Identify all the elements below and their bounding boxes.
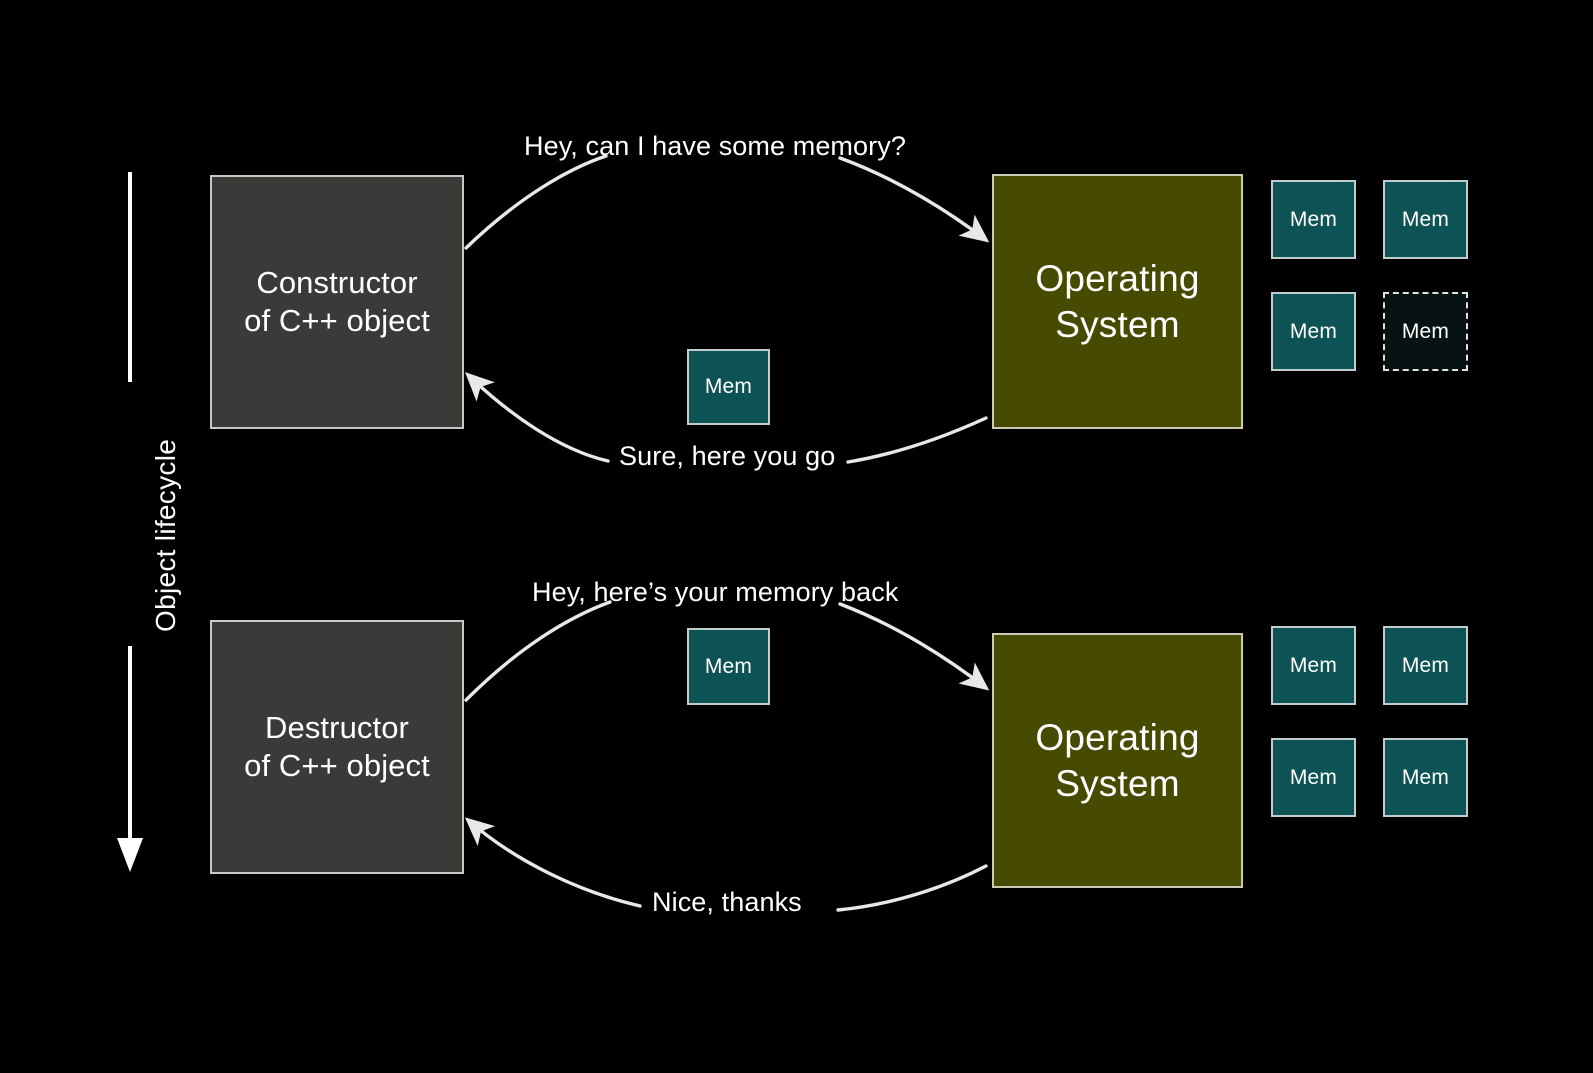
destructor-label-line2: of C++ object bbox=[244, 748, 430, 783]
memory-label: Mem bbox=[1401, 207, 1450, 231]
object-lifecycle-label: Object lifecycle bbox=[150, 438, 181, 632]
memory-label: Mem bbox=[1401, 765, 1450, 789]
os-label-line1: Operating bbox=[1035, 258, 1200, 300]
memory-pool-block-2-construction[interactable]: Mem bbox=[1383, 180, 1468, 259]
operating-system-box-construction[interactable]: Operating System bbox=[992, 174, 1243, 429]
os-label-line2: System bbox=[1055, 762, 1180, 804]
caption-request-destruction: Hey, here’s your memory back bbox=[532, 577, 899, 607]
memory-label: Mem bbox=[1289, 653, 1338, 677]
arrow-request-construction bbox=[464, 154, 990, 250]
caption-request-construction: Hey, can I have some memory? bbox=[524, 131, 906, 161]
caption-response-construction: Sure, here you go bbox=[619, 441, 836, 471]
constructor-label-line2: of C++ object bbox=[244, 303, 430, 338]
memory-pool-block-4-destruction[interactable]: Mem bbox=[1383, 738, 1468, 817]
memory-label: Mem bbox=[704, 654, 753, 678]
memory-pool-block-2-destruction[interactable]: Mem bbox=[1383, 626, 1468, 705]
memory-pool-block-3-construction[interactable]: Mem bbox=[1271, 292, 1356, 371]
constructor-box[interactable]: Constructor of C++ object bbox=[210, 175, 464, 429]
memory-pool-block-4-construction[interactable]: Mem bbox=[1383, 292, 1468, 371]
destructor-box[interactable]: Destructor of C++ object bbox=[210, 620, 464, 874]
destructor-label-line1: Destructor bbox=[265, 710, 409, 746]
memory-pool-block-1-destruction[interactable]: Mem bbox=[1271, 626, 1356, 705]
caption-response-destruction: Nice, thanks bbox=[652, 887, 802, 917]
memory-label: Mem bbox=[704, 375, 753, 399]
memory-label: Mem bbox=[1289, 207, 1338, 231]
constructor-label-line1: Constructor bbox=[256, 265, 418, 301]
object-lifecycle-axis bbox=[117, 172, 143, 872]
memory-in-transit-destruction[interactable]: Mem bbox=[687, 628, 770, 705]
operating-system-box-destruction[interactable]: Operating System bbox=[992, 633, 1243, 888]
memory-label: Mem bbox=[1401, 319, 1450, 343]
memory-in-transit-construction[interactable]: Mem bbox=[687, 349, 770, 425]
memory-label: Mem bbox=[1289, 765, 1338, 789]
memory-label: Mem bbox=[1289, 319, 1338, 343]
memory-label: Mem bbox=[1401, 653, 1450, 677]
memory-pool-block-3-destruction[interactable]: Mem bbox=[1271, 738, 1356, 817]
memory-pool-block-1-construction[interactable]: Mem bbox=[1271, 180, 1356, 259]
os-label-line2: System bbox=[1055, 303, 1180, 345]
os-label-line1: Operating bbox=[1035, 717, 1200, 759]
